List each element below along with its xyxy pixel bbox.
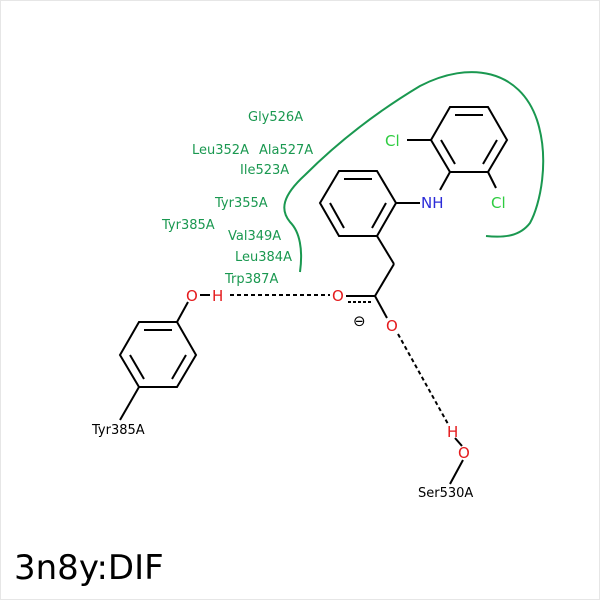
residue-tyr355a: Tyr355A <box>214 196 268 211</box>
chlorine-atom-1: Cl <box>385 132 400 150</box>
bond-cl2 <box>487 171 497 189</box>
bond-c-o2 <box>374 295 388 319</box>
hydrophobic-arc <box>283 71 545 273</box>
nitrogen-atom: NH <box>421 194 444 212</box>
ser-oxygen-atom: O <box>458 444 470 462</box>
bond-ch2 <box>376 235 395 265</box>
negative-charge-icon: ⊖ <box>353 312 366 330</box>
residue-gly526a: Gly526A <box>248 110 303 125</box>
bond-tyr-backbone <box>119 386 140 421</box>
residue-val349a: Val349A <box>228 229 281 244</box>
residue-trp387a: Trp387A <box>224 272 278 287</box>
residue-ile523a: Ile523A <box>240 163 289 178</box>
bond-ser-backbone <box>449 459 464 485</box>
dichlorophenyl-ring <box>429 106 509 173</box>
residue-label-ser530a: Ser530A <box>418 486 473 501</box>
residue-label-tyr385a: Tyr385A <box>91 423 145 438</box>
bond-ring-n <box>439 171 451 191</box>
hbond-ser530 <box>397 333 449 425</box>
ligand-title: 3n8y:DIF <box>14 548 164 588</box>
tyr-hydrogen-atom: H <box>212 287 223 305</box>
bond-c-c <box>374 263 395 297</box>
ser-hydrogen-atom: H <box>447 423 458 441</box>
bond-tyr-o <box>176 301 189 323</box>
tyrosine-ring <box>118 321 198 388</box>
residue-tyr385a: Tyr385A <box>161 218 215 233</box>
residue-ala527a: Ala527A <box>259 143 313 158</box>
bond-ser-h-o <box>454 437 463 447</box>
residue-leu384a: Leu384A <box>235 250 292 265</box>
phenyl-ring <box>318 170 398 237</box>
oxygen-atom-2: O <box>386 317 398 335</box>
oxygen-atom-1: O <box>332 287 344 305</box>
tyr-oxygen-atom: O <box>186 287 198 305</box>
chlorine-atom-2: Cl <box>491 194 506 212</box>
residue-leu352a: Leu352A <box>192 143 249 158</box>
